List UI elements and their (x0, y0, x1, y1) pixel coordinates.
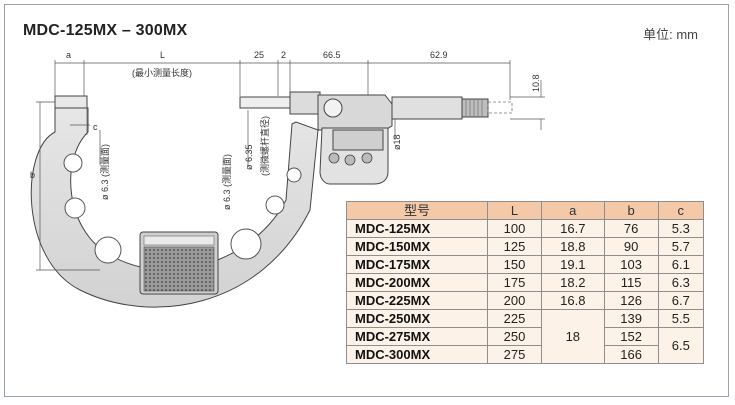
table-row: MDC-150MX 125 18.8 90 5.7 (346, 237, 705, 256)
dim-phi63-mid: ø 6.3 (测量面) (222, 154, 232, 210)
header-L: L (487, 201, 542, 220)
dim-c: c (93, 122, 98, 132)
cell-model: MDC-175MX (346, 255, 488, 274)
micrometer-frame (30, 107, 319, 308)
cell-c: 5.3 (657, 219, 705, 238)
cell-b: 90 (603, 237, 659, 256)
cell-model: MDC-300MX (346, 345, 488, 364)
header-c: c (657, 201, 705, 220)
cell-model: MDC-125MX (346, 219, 488, 238)
cell-model: MDC-150MX (346, 237, 488, 256)
cell-a: 16.8 (541, 291, 605, 310)
dim-62-9: 62.9 (430, 50, 448, 60)
cell-c: 6.1 (657, 255, 705, 274)
cell-b: 115 (603, 273, 659, 292)
spindle (239, 96, 293, 109)
cell-b: 103 (603, 255, 659, 274)
table-row: MDC-250MX 225 18 139 5.5 (346, 309, 705, 364)
cell-model: MDC-225MX (346, 291, 488, 310)
header-a: a (541, 201, 605, 220)
cell-L: 100 (487, 219, 542, 238)
cell-a: 18.2 (541, 273, 605, 292)
cell-L: 250 (487, 327, 542, 346)
cell-L: 150 (487, 255, 542, 274)
cell-L: 275 (487, 345, 542, 364)
table-row: MDC-275MX 250 152 6.5 (346, 327, 705, 364)
dim-phi635-note: (测微螺杆直径) (259, 116, 270, 176)
cell-c: 5.5 (657, 309, 705, 328)
cell-model: MDC-250MX (346, 309, 488, 328)
cell-model: MDC-275MX (346, 327, 488, 346)
cell-a-merged: 18 (541, 309, 605, 364)
cell-c: 6.7 (657, 291, 705, 310)
header-model: 型号 (346, 201, 488, 220)
header-b: b (603, 201, 659, 220)
dimension-labels: a L (最小测量长度) 25 2 66.5 62.9 10.8 c b ø18… (30, 50, 541, 210)
cell-a: 19.1 (541, 255, 605, 274)
unit-label: 单位: mm (643, 27, 698, 42)
dim-phi63-left: ø 6.3 (测量面) (100, 144, 110, 200)
cell-b: 152 (603, 327, 659, 346)
dim-66-5: 66.5 (323, 50, 341, 60)
spec-table: 型号 L a b c MDC-125MX 100 16.7 76 5.3 MDC… (346, 201, 705, 364)
table-header-row: 型号 L a b c (346, 201, 705, 220)
dim-10-8: 10.8 (531, 74, 541, 92)
table-row: MDC-175MX 150 19.1 103 6.1 (346, 255, 705, 274)
micrometer-head (289, 91, 513, 185)
dim-b: b (30, 170, 35, 180)
dimension-lines (36, 60, 545, 271)
table-row: MDC-125MX 100 16.7 76 5.3 (346, 219, 705, 238)
page-title: MDC-125MX – 300MX (23, 22, 188, 39)
cell-L: 200 (487, 291, 542, 310)
cell-a: 18.8 (541, 237, 605, 256)
cell-L: 175 (487, 273, 542, 292)
dim-phi635: ø 6.35 (244, 144, 254, 170)
cell-c-merged: 6.5 (657, 327, 705, 364)
dim-phi18: ø18 (392, 134, 402, 150)
dim-a: a (66, 50, 71, 60)
dim-2: 2 (281, 50, 286, 60)
cell-model: MDC-200MX (346, 273, 488, 292)
cell-c: 5.7 (657, 237, 705, 256)
table-row: MDC-300MX 275 166 (346, 345, 704, 364)
cell-a: 16.7 (541, 219, 605, 238)
table-row: MDC-225MX 200 16.8 126 6.7 (346, 291, 705, 310)
table-row: MDC-200MX 175 18.2 115 6.3 (346, 273, 705, 292)
cell-c: 6.3 (657, 273, 705, 292)
anvil (54, 95, 88, 109)
cell-L: 225 (487, 309, 542, 328)
cell-b: 126 (603, 291, 659, 310)
dim-L: L (160, 50, 165, 60)
cell-L: 125 (487, 237, 542, 256)
cell-b: 139 (603, 309, 659, 328)
cell-b: 76 (603, 219, 659, 238)
dim-25: 25 (254, 50, 264, 60)
cell-b: 166 (603, 345, 659, 364)
dim-L-note: (最小测量长度) (132, 67, 192, 78)
